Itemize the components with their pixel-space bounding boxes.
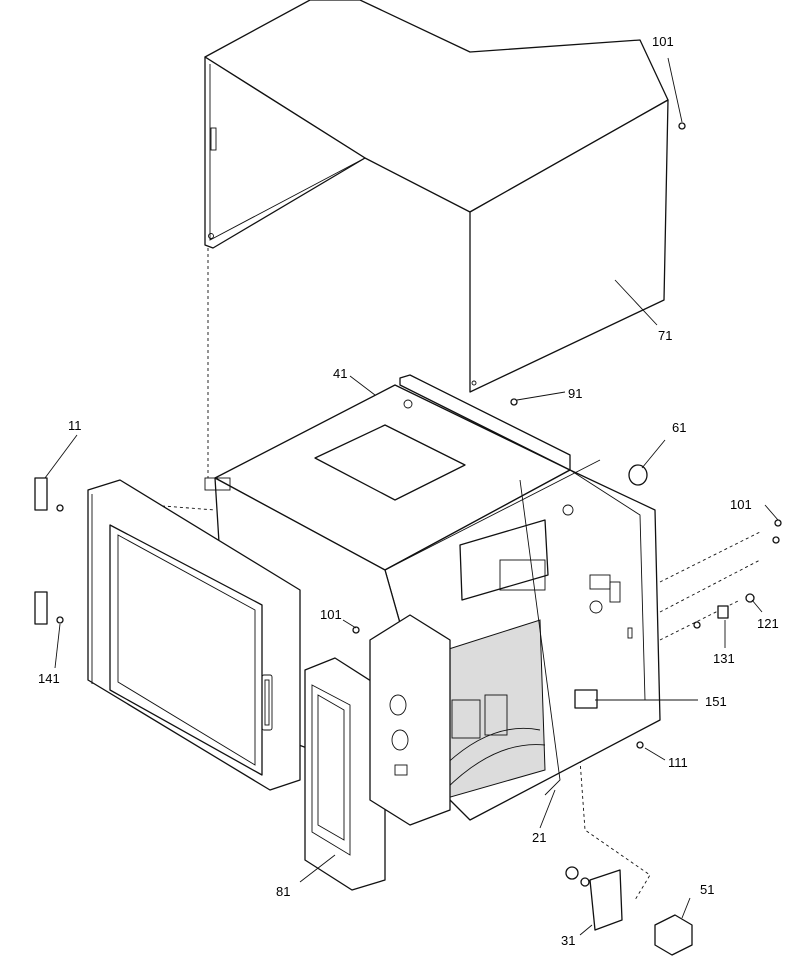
label-51: 51 (700, 882, 714, 897)
label-91: 91 (568, 386, 582, 401)
alignment-dash (659, 559, 761, 613)
label-111: 111 (668, 755, 688, 770)
part-61-knob (628, 464, 648, 486)
label-101-right: 101 (730, 497, 752, 512)
main-chassis (204, 374, 661, 821)
part-31-washer (580, 877, 590, 887)
label-131: 131 (713, 651, 735, 666)
control-module (369, 614, 451, 826)
part-101-screw (772, 536, 780, 544)
part-31-bracket (589, 869, 623, 931)
label-141: 141 (38, 671, 60, 686)
alignment-dash (659, 531, 761, 583)
part-91-screw (510, 398, 518, 406)
label-121: 121 (757, 616, 779, 631)
label-71: 71 (658, 328, 672, 343)
alignment-dash (579, 759, 651, 901)
part-131-clip (717, 605, 729, 619)
alignment-dash (149, 504, 216, 511)
control-panel (304, 657, 386, 891)
label-21: 21 (532, 830, 546, 845)
callout-labels: 101 71 41 91 61 11 101 101 121 131 141 1… (38, 34, 779, 948)
part-111-screw (636, 741, 644, 749)
part-101-screw (352, 626, 360, 634)
label-11: 11 (68, 418, 82, 433)
part-31-nut (565, 866, 579, 880)
part-screw (56, 616, 64, 624)
part-screw (56, 504, 64, 512)
part-51-block (654, 914, 693, 956)
label-101-center: 101 (320, 607, 342, 622)
door-assembly (87, 479, 301, 791)
part-washer (693, 621, 701, 629)
label-101: 101 (652, 34, 674, 49)
part-101-screw (678, 122, 686, 130)
outer-cabinet (204, 0, 669, 393)
part-141-block (34, 591, 48, 625)
label-151: 151 (705, 694, 727, 709)
label-61: 61 (672, 420, 686, 435)
label-41: 41 (333, 366, 347, 381)
part-11-block (34, 477, 48, 511)
label-81: 81 (276, 884, 290, 899)
small-parts (34, 122, 782, 956)
label-31: 31 (561, 933, 575, 948)
part-101-screw (774, 519, 782, 527)
leader-lines (44, 57, 779, 936)
